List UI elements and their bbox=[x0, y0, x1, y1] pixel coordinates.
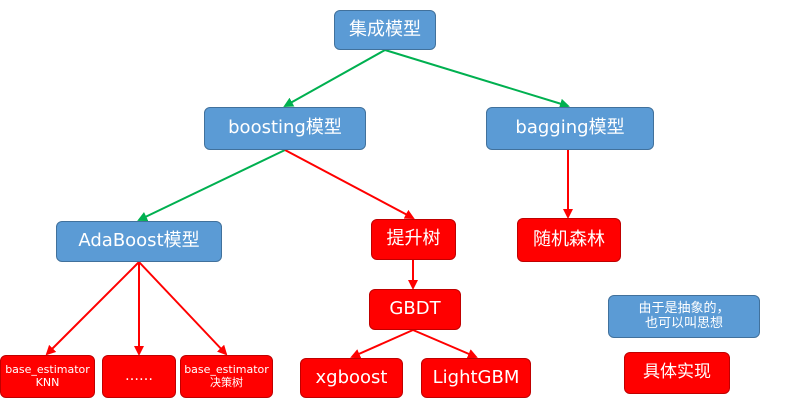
node-xgboost: xgboost bbox=[300, 358, 403, 398]
legend-concrete-implementation: 具体实现 bbox=[624, 352, 730, 394]
node-ellipsis: …… bbox=[102, 355, 176, 398]
knn-line-2: KNN bbox=[35, 375, 60, 389]
legend-abstract-note: 由于是抽象的， 也可以叫思想 bbox=[608, 295, 760, 338]
node-base-estimator-tree: base_estimator 决策树 bbox=[180, 355, 273, 398]
node-lightgbm: LightGBM bbox=[421, 358, 531, 398]
tree-line-1: base_estimator bbox=[184, 362, 269, 376]
edge-adaboost-tree bbox=[138, 261, 228, 356]
tree-line-2: 决策树 bbox=[210, 375, 243, 389]
knn-line-1: base_estimator bbox=[5, 362, 90, 376]
edge-gbdt-lightgbm bbox=[412, 329, 478, 359]
edge-gbdt-xgboost bbox=[350, 329, 414, 359]
node-random-forest: 随机森林 bbox=[517, 218, 621, 262]
node-ensemble-model: 集成模型 bbox=[334, 10, 436, 50]
legend-note-line-1: 由于是抽象的， bbox=[638, 300, 730, 316]
legend-note-line-2: 也可以叫思想 bbox=[644, 315, 723, 331]
edge-adaboost-knn bbox=[45, 261, 140, 356]
node-boosting-model: boosting模型 bbox=[204, 107, 366, 150]
edge-root-boosting bbox=[283, 49, 386, 107]
node-boosting-tree: 提升树 bbox=[371, 219, 456, 260]
edge-root-bagging bbox=[384, 49, 570, 109]
node-gbdt: GBDT bbox=[369, 289, 461, 330]
edge-boosting-boost-tree bbox=[284, 149, 415, 219]
edge-boosting-adaboost bbox=[137, 149, 286, 222]
node-adaboost-model: AdaBoost模型 bbox=[56, 221, 222, 262]
node-base-estimator-knn: base_estimator KNN bbox=[0, 355, 95, 398]
node-bagging-model: bagging模型 bbox=[486, 107, 654, 150]
